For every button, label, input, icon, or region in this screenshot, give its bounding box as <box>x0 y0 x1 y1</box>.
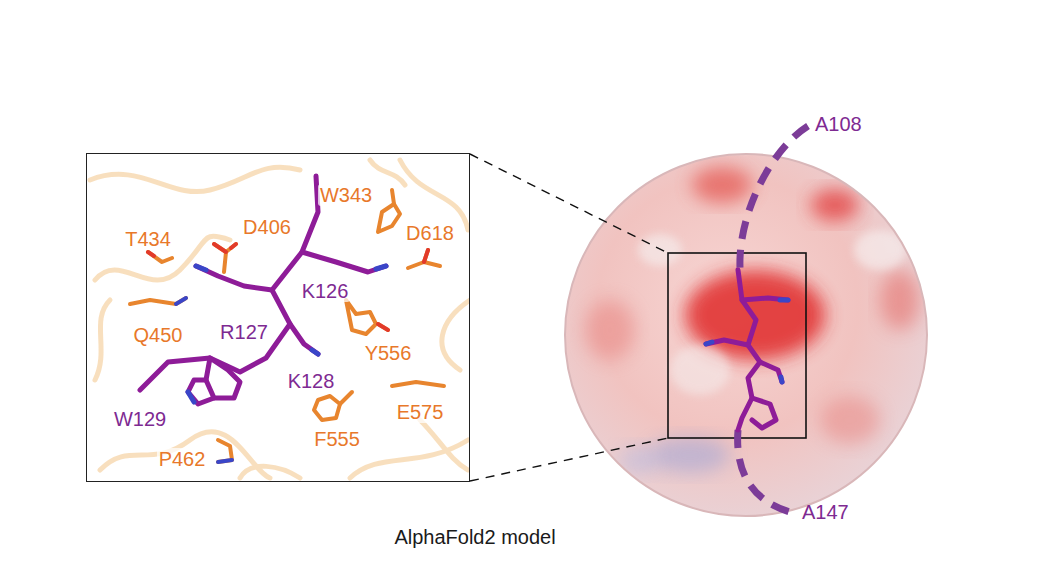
figure-caption: AlphaFold2 model <box>394 526 555 548</box>
electrostatic-surface <box>565 154 927 516</box>
residue-label: P462 <box>157 448 208 470</box>
peptide-sticks <box>140 176 386 404</box>
residue-label: R127 <box>218 321 270 343</box>
zoom-leader <box>470 154 668 253</box>
peptide-atoms <box>706 300 788 382</box>
peptide-sticks <box>706 270 788 430</box>
peptide-trace <box>738 126 808 512</box>
terminus-label: A108 <box>815 113 862 135</box>
residue-label: K126 <box>300 280 351 302</box>
zoom-leader <box>470 438 668 481</box>
residue-label: K128 <box>286 370 337 392</box>
residue-label: W129 <box>112 408 168 430</box>
residue-label: D406 <box>241 216 293 238</box>
residue-label: Y556 <box>363 342 414 364</box>
residue-label: F555 <box>312 428 362 450</box>
terminus-label: A147 <box>802 501 849 523</box>
residue-label: E575 <box>395 401 446 423</box>
residue-label: D618 <box>404 222 456 244</box>
residue-label: T434 <box>123 228 173 250</box>
inset-box: W343T434 D406 D618Q450 R127 K126Y556K128E575… <box>86 153 470 482</box>
protein-ribbons <box>90 160 469 478</box>
residue-atoms <box>148 244 428 462</box>
residue-label: W343 <box>318 184 374 206</box>
zoom-rectangle <box>668 253 806 438</box>
residue-label: Q450 <box>132 324 185 346</box>
peptide-atoms <box>188 266 386 402</box>
